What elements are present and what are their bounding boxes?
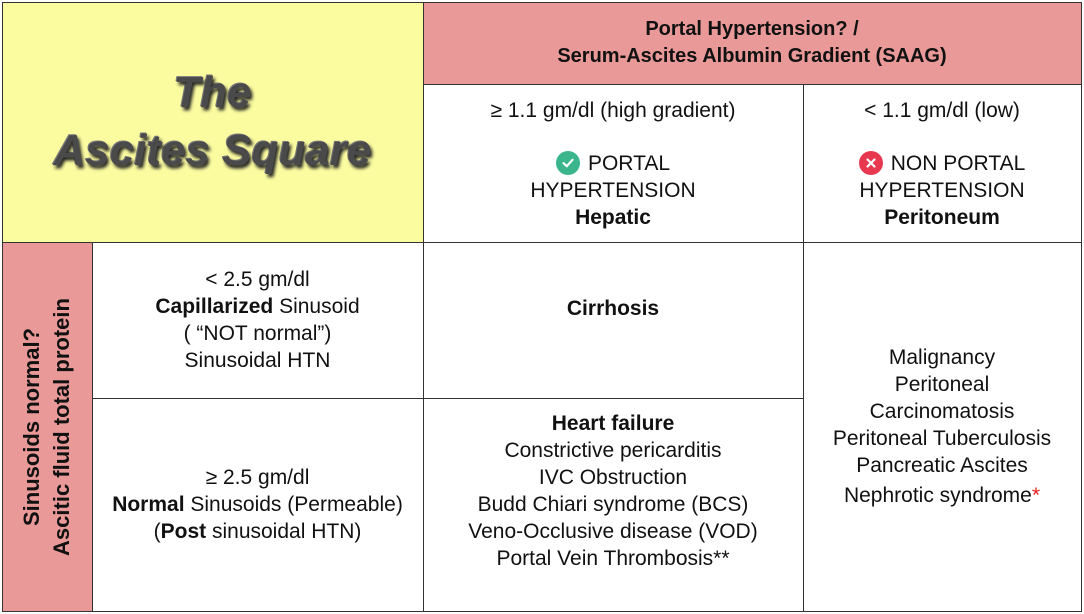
low-protein-threshold: < 2.5 gm/dl xyxy=(205,268,310,291)
portal-status-line-2: HYPERTENSION xyxy=(530,178,696,202)
side-label-cell: Sinusoids normal? Ascitic fluid total pr… xyxy=(1,241,93,612)
check-circle-icon xyxy=(555,151,580,175)
low-protein-cell: < 2.5 gm/dl Capillarized Sinusoid ( “NOT… xyxy=(91,241,424,399)
saag-header: Portal Hypertension? / Serum-Ascites Alb… xyxy=(422,1,1082,85)
low-protein-line-3: ( “NOT normal”) xyxy=(183,322,332,345)
saag-header-line-1: Portal Hypertension? / xyxy=(645,18,859,40)
portal-status-line: PORTAL xyxy=(555,150,671,177)
high-gradient-header: ≥ 1.1 gm/dl (high gradient) PORTAL HYPER… xyxy=(422,83,804,243)
list-item: Malignancy xyxy=(888,346,996,369)
portal-site: Hepatic xyxy=(575,205,651,229)
high-protein-cell: ≥ 2.5 gm/dl Normal Sinusoids (Permeable)… xyxy=(91,397,424,612)
title-line-1: The xyxy=(173,68,252,117)
high-protein-line-3: (Post sinusoidal HTN) xyxy=(153,520,362,543)
list-item: Constrictive pericarditis xyxy=(504,438,722,462)
list-item: Budd Chiari syndrome (BCS) xyxy=(477,492,749,516)
list-item: Carcinomatosis xyxy=(869,400,1015,423)
non-portal-causes-cell: Malignancy Peritoneal Carcinomatosis Per… xyxy=(802,241,1082,612)
list-item: IVC Obstruction xyxy=(538,465,688,489)
non-portal-status-line-1: NON PORTAL xyxy=(890,151,1026,175)
asterisk-marker: * xyxy=(1031,484,1041,507)
high-protein-threshold: ≥ 2.5 gm/dl xyxy=(205,466,310,489)
cirrhosis-label: Cirrhosis xyxy=(566,296,660,320)
side-label-line-1: Sinusoids normal? xyxy=(19,327,44,526)
list-item: Peritoneal Tuberculosis xyxy=(832,427,1052,450)
list-item: Pancreatic Ascites xyxy=(856,454,1028,477)
side-label: Sinusoids normal? Ascitic fluid total pr… xyxy=(17,243,77,611)
list-item: Peritoneal xyxy=(894,373,990,396)
non-portal-site: Peritoneum xyxy=(884,205,1000,229)
list-item: Veno-Occlusive disease (VOD) xyxy=(468,519,758,543)
cirrhosis-cell: Cirrhosis xyxy=(422,241,804,399)
side-label-line-2: Ascitic fluid total protein xyxy=(49,297,74,556)
heart-failure-cell: Heart failure Constrictive pericarditis … xyxy=(422,397,804,612)
non-portal-status-line-2: HYPERTENSION xyxy=(859,178,1025,202)
low-protein-line-4: Sinusoidal HTN xyxy=(184,349,331,372)
non-portal-status-line: NON PORTAL xyxy=(858,150,1026,177)
high-protein-line-2: Normal Sinusoids (Permeable) xyxy=(112,493,403,516)
portal-status-line-1: PORTAL xyxy=(587,151,671,175)
heart-failure-title: Heart failure xyxy=(551,411,675,435)
high-gradient-threshold: ≥ 1.1 gm/dl (high gradient) xyxy=(490,98,736,122)
low-gradient-threshold: < 1.1 gm/dl (low) xyxy=(864,98,1020,122)
title-cell: The Ascites Square xyxy=(1,1,424,243)
x-circle-icon xyxy=(858,151,883,175)
list-item: Portal Vein Thrombosis** xyxy=(496,546,730,570)
low-gradient-header: < 1.1 gm/dl (low) NON PORTAL HYPERTENSIO… xyxy=(802,83,1082,243)
title-line-2: Ascites Square xyxy=(53,126,372,175)
saag-header-line-2: Serum-Ascites Albumin Gradient (SAAG) xyxy=(557,45,947,67)
nephrotic-item: Nephrotic syndrome* xyxy=(843,484,1041,507)
low-protein-line-2: Capillarized Sinusoid xyxy=(155,295,360,318)
